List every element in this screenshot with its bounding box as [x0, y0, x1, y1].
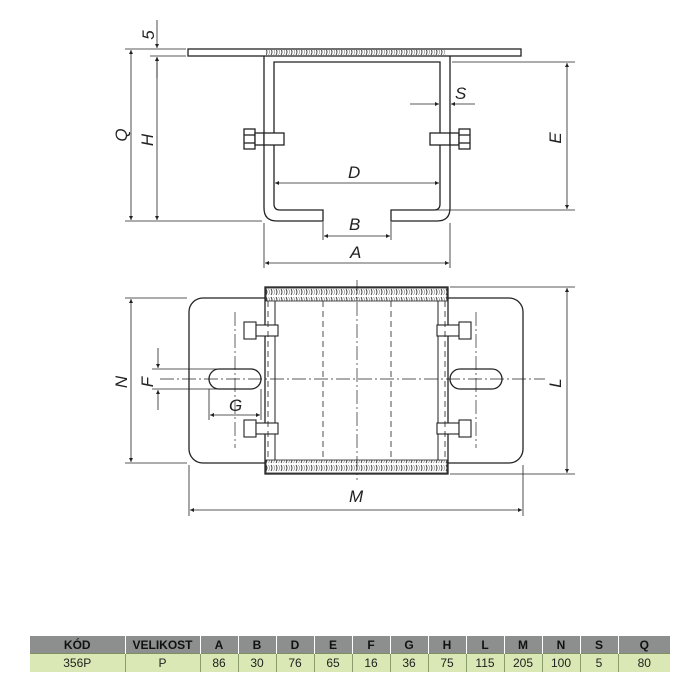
table-cell: 100: [542, 653, 581, 672]
header-cell: D: [276, 636, 315, 654]
spec-table: KÓD VELIKOST A B D E F G H L M N S Q 356…: [30, 636, 670, 672]
dim-label-s: S: [455, 84, 467, 103]
table-cell: 115: [466, 653, 505, 672]
weld-seam-upper: [265, 287, 448, 302]
table-cell: 76: [276, 653, 315, 672]
weld-seam-lower: [265, 459, 448, 474]
technical-drawing: 5 Q H S E D B A N F G L M: [112, 20, 575, 516]
table-cell: 30: [238, 653, 277, 672]
table-cell: 205: [504, 653, 543, 672]
table-cell: 5: [580, 653, 619, 672]
table-cell: 86: [200, 653, 239, 672]
header-cell: E: [314, 636, 353, 654]
dim-label-a: A: [349, 243, 361, 262]
table-row: 356P P 86 30 76 65 16 36 75 115 205 100 …: [30, 653, 670, 672]
dim-label-f: F: [138, 375, 157, 387]
table-cell: P: [125, 653, 201, 672]
table-cell: 356P: [30, 653, 126, 672]
bolt-right-icon: [429, 128, 471, 150]
dim-label-b: B: [349, 215, 360, 234]
dim-label-l: L: [546, 378, 565, 387]
top-view: [188, 286, 524, 475]
dim-label-q: Q: [112, 128, 131, 141]
dim-label-m: M: [349, 487, 364, 506]
dim-label-d: D: [348, 163, 360, 182]
header-cell: B: [238, 636, 277, 654]
header-cell: M: [504, 636, 543, 654]
table-cell: 80: [618, 653, 670, 672]
dim-label-h: H: [138, 133, 157, 146]
header-cell: Q: [618, 636, 670, 654]
table-header-row: KÓD VELIKOST A B D E F G H L M N S Q: [30, 636, 670, 654]
front-dimensions: [125, 20, 575, 268]
header-cell: G: [390, 636, 429, 654]
table-cell: 75: [428, 653, 467, 672]
table-cell: 65: [314, 653, 353, 672]
bolt-left-icon: [243, 128, 285, 150]
header-cell: VELIKOST: [125, 636, 201, 654]
header-cell: S: [580, 636, 619, 654]
header-cell: L: [466, 636, 505, 654]
dim-label-g: G: [229, 396, 242, 415]
weld-seam-top: [266, 50, 446, 55]
profile-outline: [264, 286, 449, 475]
header-cell: A: [200, 636, 239, 654]
dim-label-5: 5: [139, 30, 158, 40]
header-cell: N: [542, 636, 581, 654]
dim-label-e: E: [546, 132, 565, 144]
dim-label-n: N: [112, 375, 131, 388]
u-profile: [263, 56, 451, 222]
header-cell: H: [428, 636, 467, 654]
table-cell: 16: [352, 653, 391, 672]
bolt-top-view-icon: [243, 321, 472, 438]
hidden-lines: [267, 301, 446, 460]
header-cell: F: [352, 636, 391, 654]
table-cell: 36: [390, 653, 429, 672]
header-cell: KÓD: [30, 636, 126, 654]
front-view: [187, 48, 522, 222]
top-dimensions: [125, 286, 575, 516]
center-lines: [160, 280, 545, 480]
